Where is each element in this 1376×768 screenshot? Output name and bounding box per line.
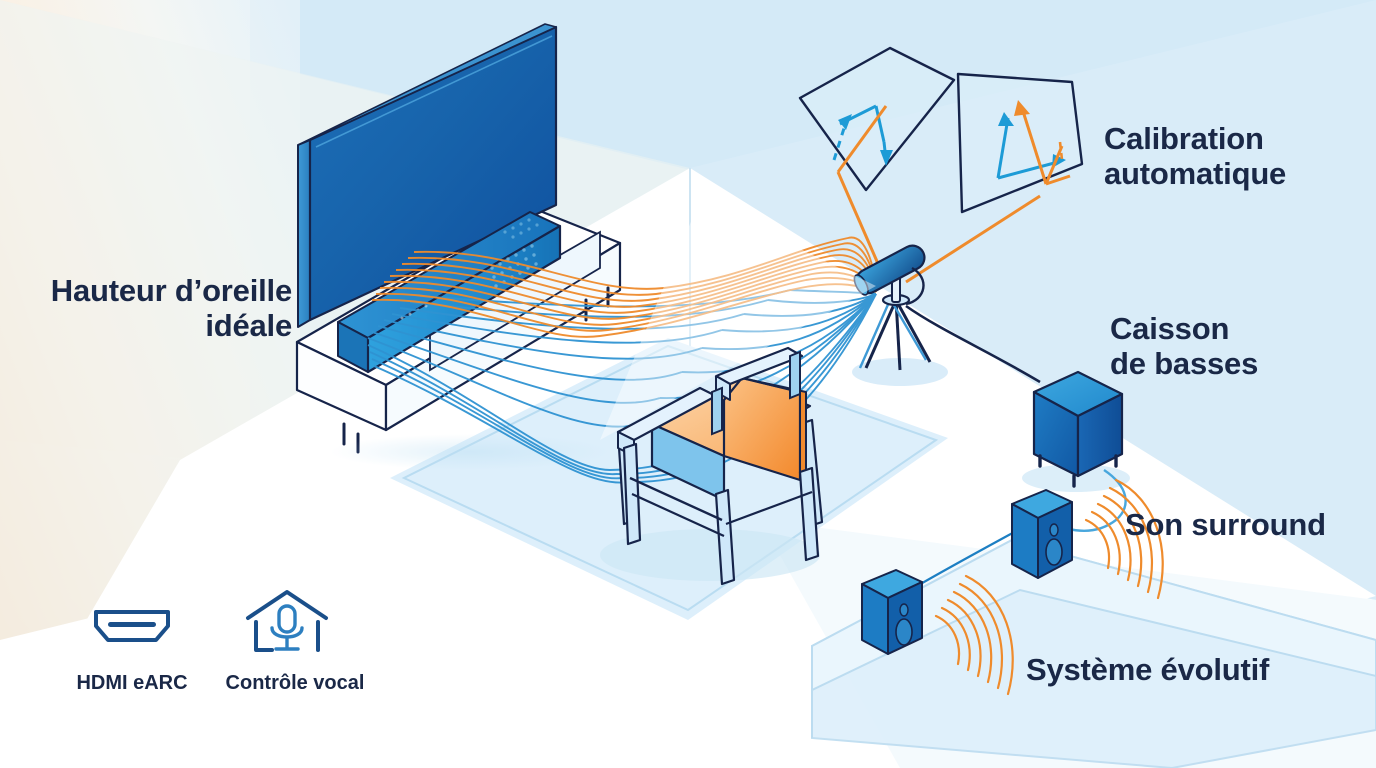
- label-subwoofer: Caisson de basses: [1110, 311, 1259, 381]
- hdmi-port-icon: [88, 602, 176, 650]
- house-microphone-icon: [242, 588, 332, 654]
- label-surround-sound: Son surround: [1125, 507, 1326, 542]
- label-auto-calibration: Calibration automatique: [1104, 121, 1287, 191]
- tv-screen: [297, 23, 558, 328]
- label-scalable-system: Système évolutif: [1026, 652, 1270, 687]
- microphone-light-cone: [600, 200, 876, 440]
- label-voice-control: Contrôle vocal: [225, 672, 365, 694]
- sound-waves-orange: [934, 478, 1164, 696]
- sound-stream-orange: [371, 236, 877, 338]
- surround-speaker-back[interactable]: [1011, 489, 1073, 579]
- calibration-panel-right: [905, 72, 1084, 284]
- calibration-microphone[interactable]: [851, 241, 948, 386]
- surround-speaker-front[interactable]: [861, 569, 923, 655]
- subwoofer[interactable]: [1022, 370, 1130, 492]
- calibration-panel-left: [798, 46, 956, 283]
- label-ear-height: Hauteur d’oreille idéale: [50, 273, 292, 343]
- cable-mic-to-sub: [905, 304, 1041, 384]
- label-hdmi-earc: HDMI eARC: [76, 672, 188, 694]
- armchair: [600, 346, 824, 586]
